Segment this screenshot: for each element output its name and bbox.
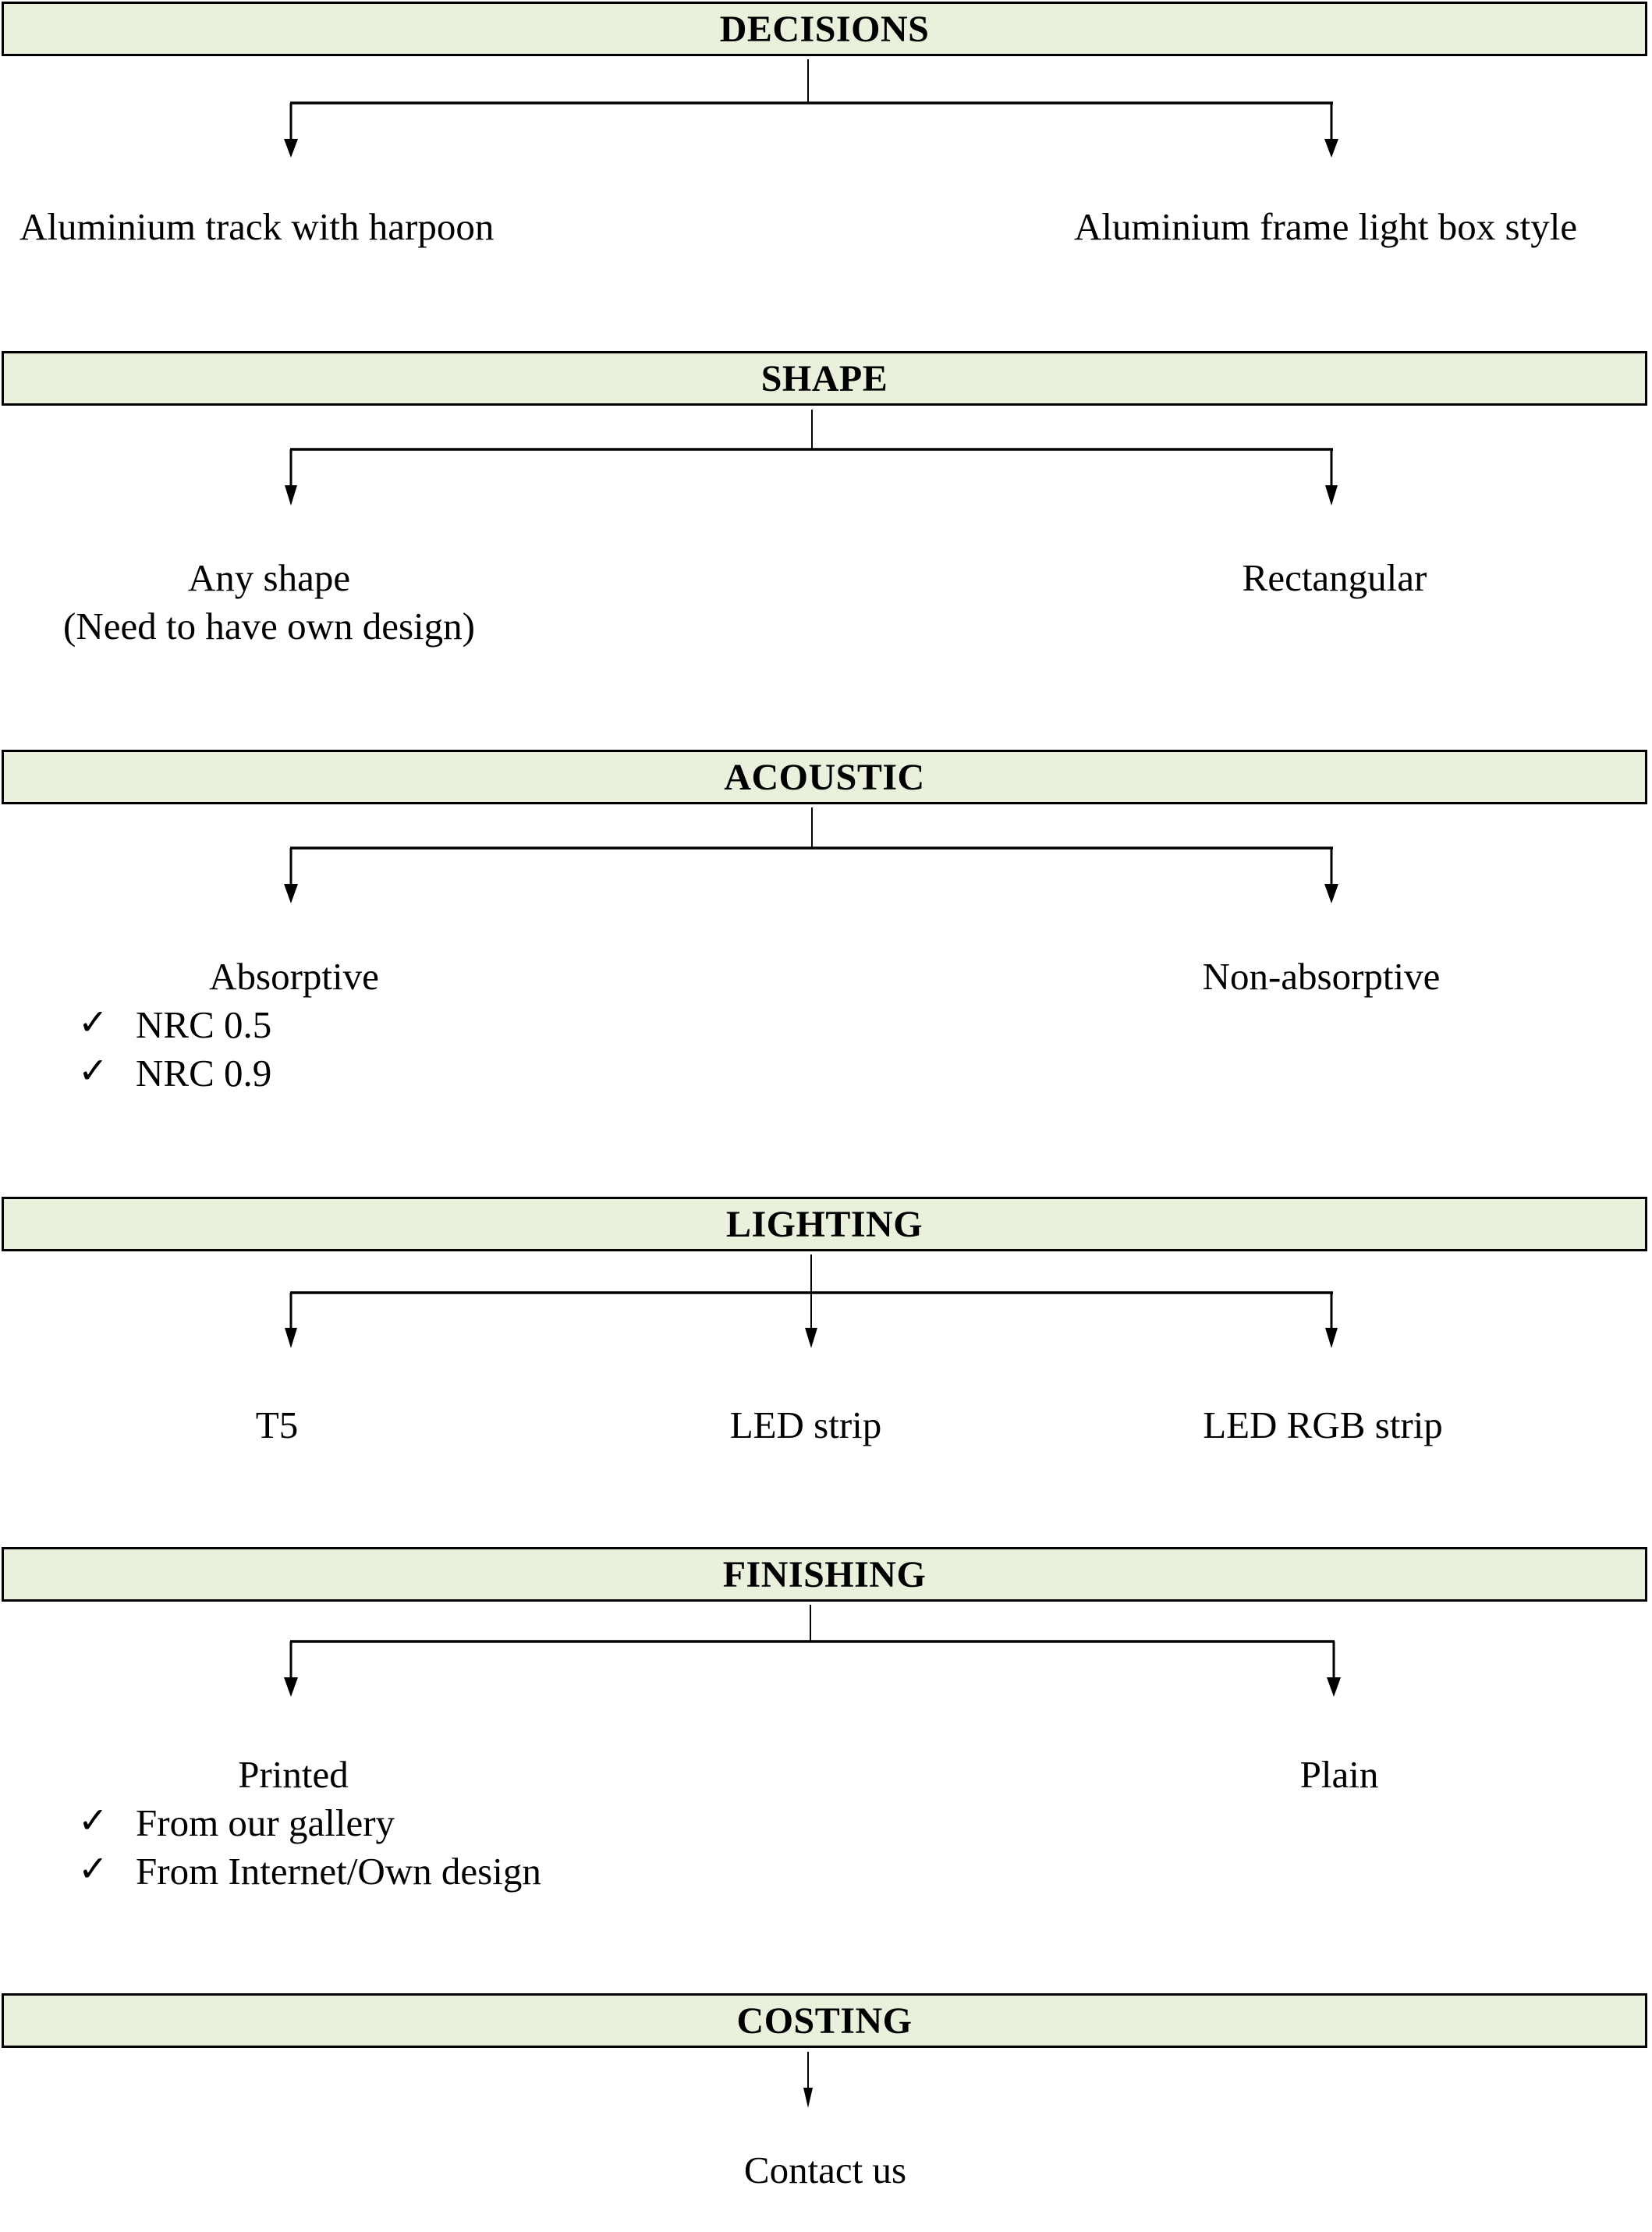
section-header-shape: SHAPE — [2, 351, 1647, 406]
option-rectangular: Rectangular — [1242, 556, 1427, 599]
section-title: FINISHING — [722, 1553, 927, 1595]
checklist-item: NRC 0.5 — [136, 1003, 272, 1046]
option-t5: T5 — [255, 1403, 299, 1446]
check-icon: ✓ — [78, 1051, 108, 1091]
section-header-lighting: LIGHTING — [2, 1197, 1647, 1251]
section-title: SHAPE — [760, 357, 888, 399]
option-aluminium-frame: Aluminium frame light box style — [1074, 205, 1578, 248]
option-any-shape-note: (Need to have own design) — [63, 605, 475, 648]
lighting-arrow-left — [285, 1293, 297, 1348]
section-header-decisions: DECISIONS — [2, 2, 1647, 56]
option-any-shape: Any shape — [187, 556, 351, 599]
section-header-acoustic: ACOUSTIC — [2, 750, 1647, 804]
section-header-finishing: FINISHING — [2, 1547, 1647, 1602]
option-absorptive: Absorptive — [209, 955, 379, 998]
option-led-strip: LED strip — [729, 1403, 882, 1446]
shape-arrow-right — [1325, 449, 1338, 506]
shape-connectors — [285, 410, 1338, 506]
option-aluminium-track: Aluminium track with harpoon — [19, 205, 495, 248]
checklist-item: From Internet/Own design — [136, 1850, 541, 1893]
check-icon: ✓ — [78, 1849, 108, 1889]
decisions-connectors — [284, 59, 1338, 158]
finishing-arrow-left — [284, 1641, 298, 1697]
lighting-connectors — [285, 1254, 1338, 1348]
section-title: ACOUSTIC — [724, 756, 925, 798]
option-non-absorptive: Non-absorptive — [1202, 955, 1441, 998]
shape-arrow-left — [285, 449, 297, 506]
acoustic-arrow-right — [1324, 848, 1338, 903]
checklist-item: From our gallery — [136, 1801, 395, 1844]
checklist-item: NRC 0.9 — [136, 1052, 272, 1095]
decisions-arrow-left — [284, 103, 298, 158]
option-printed: Printed — [238, 1753, 349, 1796]
option-plain: Plain — [1299, 1753, 1379, 1796]
acoustic-connectors — [284, 807, 1338, 903]
lighting-arrow-right — [1325, 1293, 1338, 1348]
check-icon: ✓ — [78, 1002, 108, 1042]
section-title: COSTING — [736, 2000, 913, 2042]
option-led-rgb-strip: LED RGB strip — [1203, 1403, 1443, 1446]
finishing-connectors — [284, 1605, 1341, 1697]
decisions-arrow-right — [1324, 103, 1338, 158]
section-title: DECISIONS — [719, 8, 930, 50]
check-icon: ✓ — [78, 1801, 108, 1840]
costing-connectors — [803, 2052, 813, 2108]
lighting-arrow-center — [805, 1328, 817, 1348]
costing-arrow — [803, 2088, 813, 2108]
finishing-arrow-right — [1327, 1641, 1341, 1697]
section-title: LIGHTING — [725, 1203, 923, 1245]
option-contact-us: Contact us — [743, 2149, 907, 2191]
acoustic-arrow-left — [284, 848, 298, 903]
section-header-costing: COSTING — [2, 1993, 1647, 2048]
